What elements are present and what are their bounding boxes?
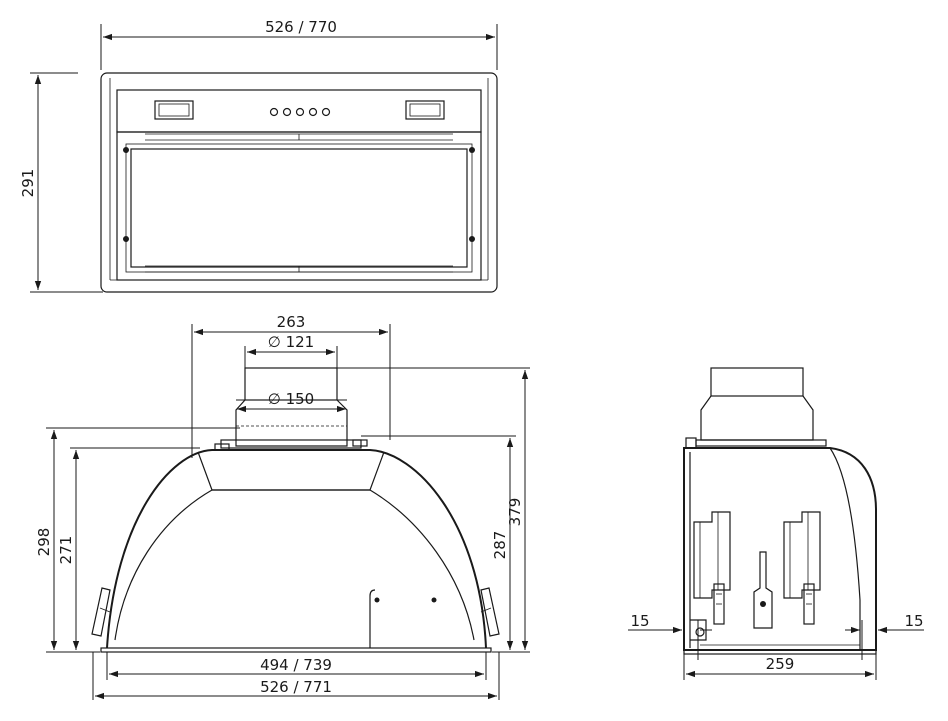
base-plate	[100, 647, 492, 653]
outlet-duct-small	[244, 367, 338, 401]
outlet-large-label: ∅ 150	[268, 390, 314, 408]
height-287-label: 287	[491, 531, 509, 560]
outlet-small-label: ∅ 121	[268, 333, 314, 351]
right-offset-label: 15	[904, 612, 923, 630]
front-view: 526 / 770 291	[19, 18, 498, 293]
control-buttons	[269, 107, 331, 117]
top-width-label: 263	[277, 313, 306, 331]
outer-width-label: 526 / 771	[260, 678, 332, 696]
height-271-label: 271	[57, 536, 75, 565]
inner-width-label: 494 / 739	[260, 656, 332, 674]
height-298-label: 298	[35, 528, 53, 557]
main-side-view: 263 ∅ 121 ∅ 150	[35, 313, 530, 700]
profile-outlet-small	[710, 367, 804, 397]
left-offset-label: 15	[630, 612, 649, 630]
front-height-label: 291	[19, 169, 37, 198]
front-width-label: 526 / 770	[265, 18, 337, 36]
control-panel	[116, 89, 482, 133]
housing-dome	[106, 449, 487, 649]
depth-label: 259	[766, 655, 795, 673]
light-left	[154, 100, 194, 120]
profile-body	[683, 447, 877, 651]
profile-view: 15 15 259	[628, 367, 924, 680]
light-right	[405, 100, 445, 120]
height-379-label: 379	[506, 498, 524, 527]
front-outer-frame	[100, 72, 498, 293]
grease-filter	[130, 148, 468, 268]
